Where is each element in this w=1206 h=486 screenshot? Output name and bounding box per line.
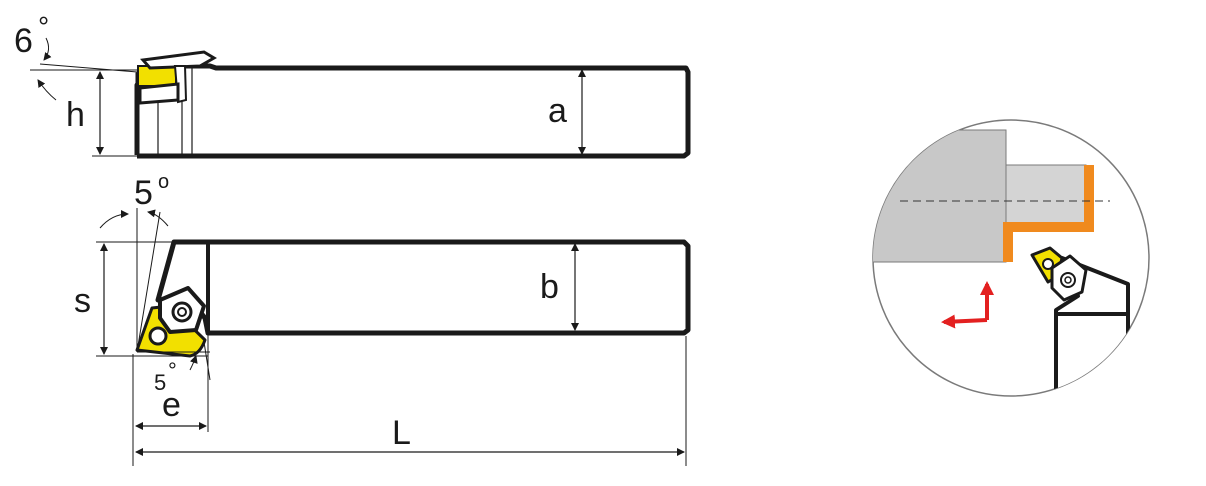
- shank-top-outline: [155, 239, 691, 336]
- clearance-angle-value: 6: [14, 22, 33, 60]
- dim-label-L: L: [392, 414, 411, 452]
- clamp-top: [140, 50, 217, 70]
- lead-angle-value: 5: [154, 370, 166, 395]
- top-view: 5 o s b 5 ° e L: [74, 171, 691, 466]
- approach-angle-unit: o: [158, 171, 169, 193]
- dim-label-b: b: [540, 268, 559, 306]
- machined-contour: [1003, 165, 1094, 262]
- workpiece-body: [873, 129, 1007, 263]
- lead-angle-unit: °: [168, 358, 177, 383]
- application-detail: [872, 119, 1150, 397]
- workpiece-step: [1005, 164, 1087, 231]
- shim-side: [138, 82, 180, 105]
- feed-direction-arrows-icon: [941, 281, 994, 329]
- dim-label-a: a: [548, 92, 567, 130]
- dim-label-e: e: [162, 386, 181, 424]
- side-view: 6 ° h a: [14, 11, 691, 159]
- shank-side-outline: [134, 63, 691, 159]
- dim-label-s: s: [74, 282, 91, 320]
- approach-angle-value: 5: [134, 174, 153, 212]
- dim-label-h: h: [66, 96, 85, 134]
- clearance-angle-unit: °: [38, 11, 49, 42]
